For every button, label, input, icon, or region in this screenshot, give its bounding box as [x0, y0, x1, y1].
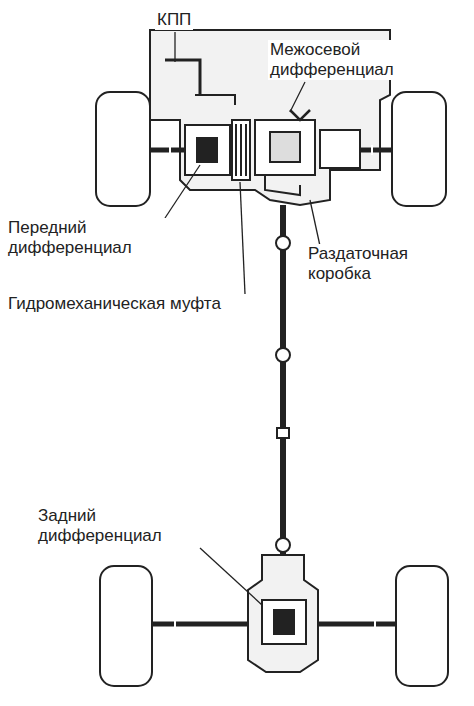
- part-label: Передний дифференциал: [6, 218, 200, 258]
- part-label: КПП: [155, 10, 193, 30]
- part-label: Раздаточная коробка: [306, 244, 460, 284]
- part-label: Задний дифференциал: [36, 506, 220, 546]
- part-label: Гидромеханическая муфта: [6, 294, 223, 314]
- part-label: Межосевой дифференциал: [268, 40, 412, 80]
